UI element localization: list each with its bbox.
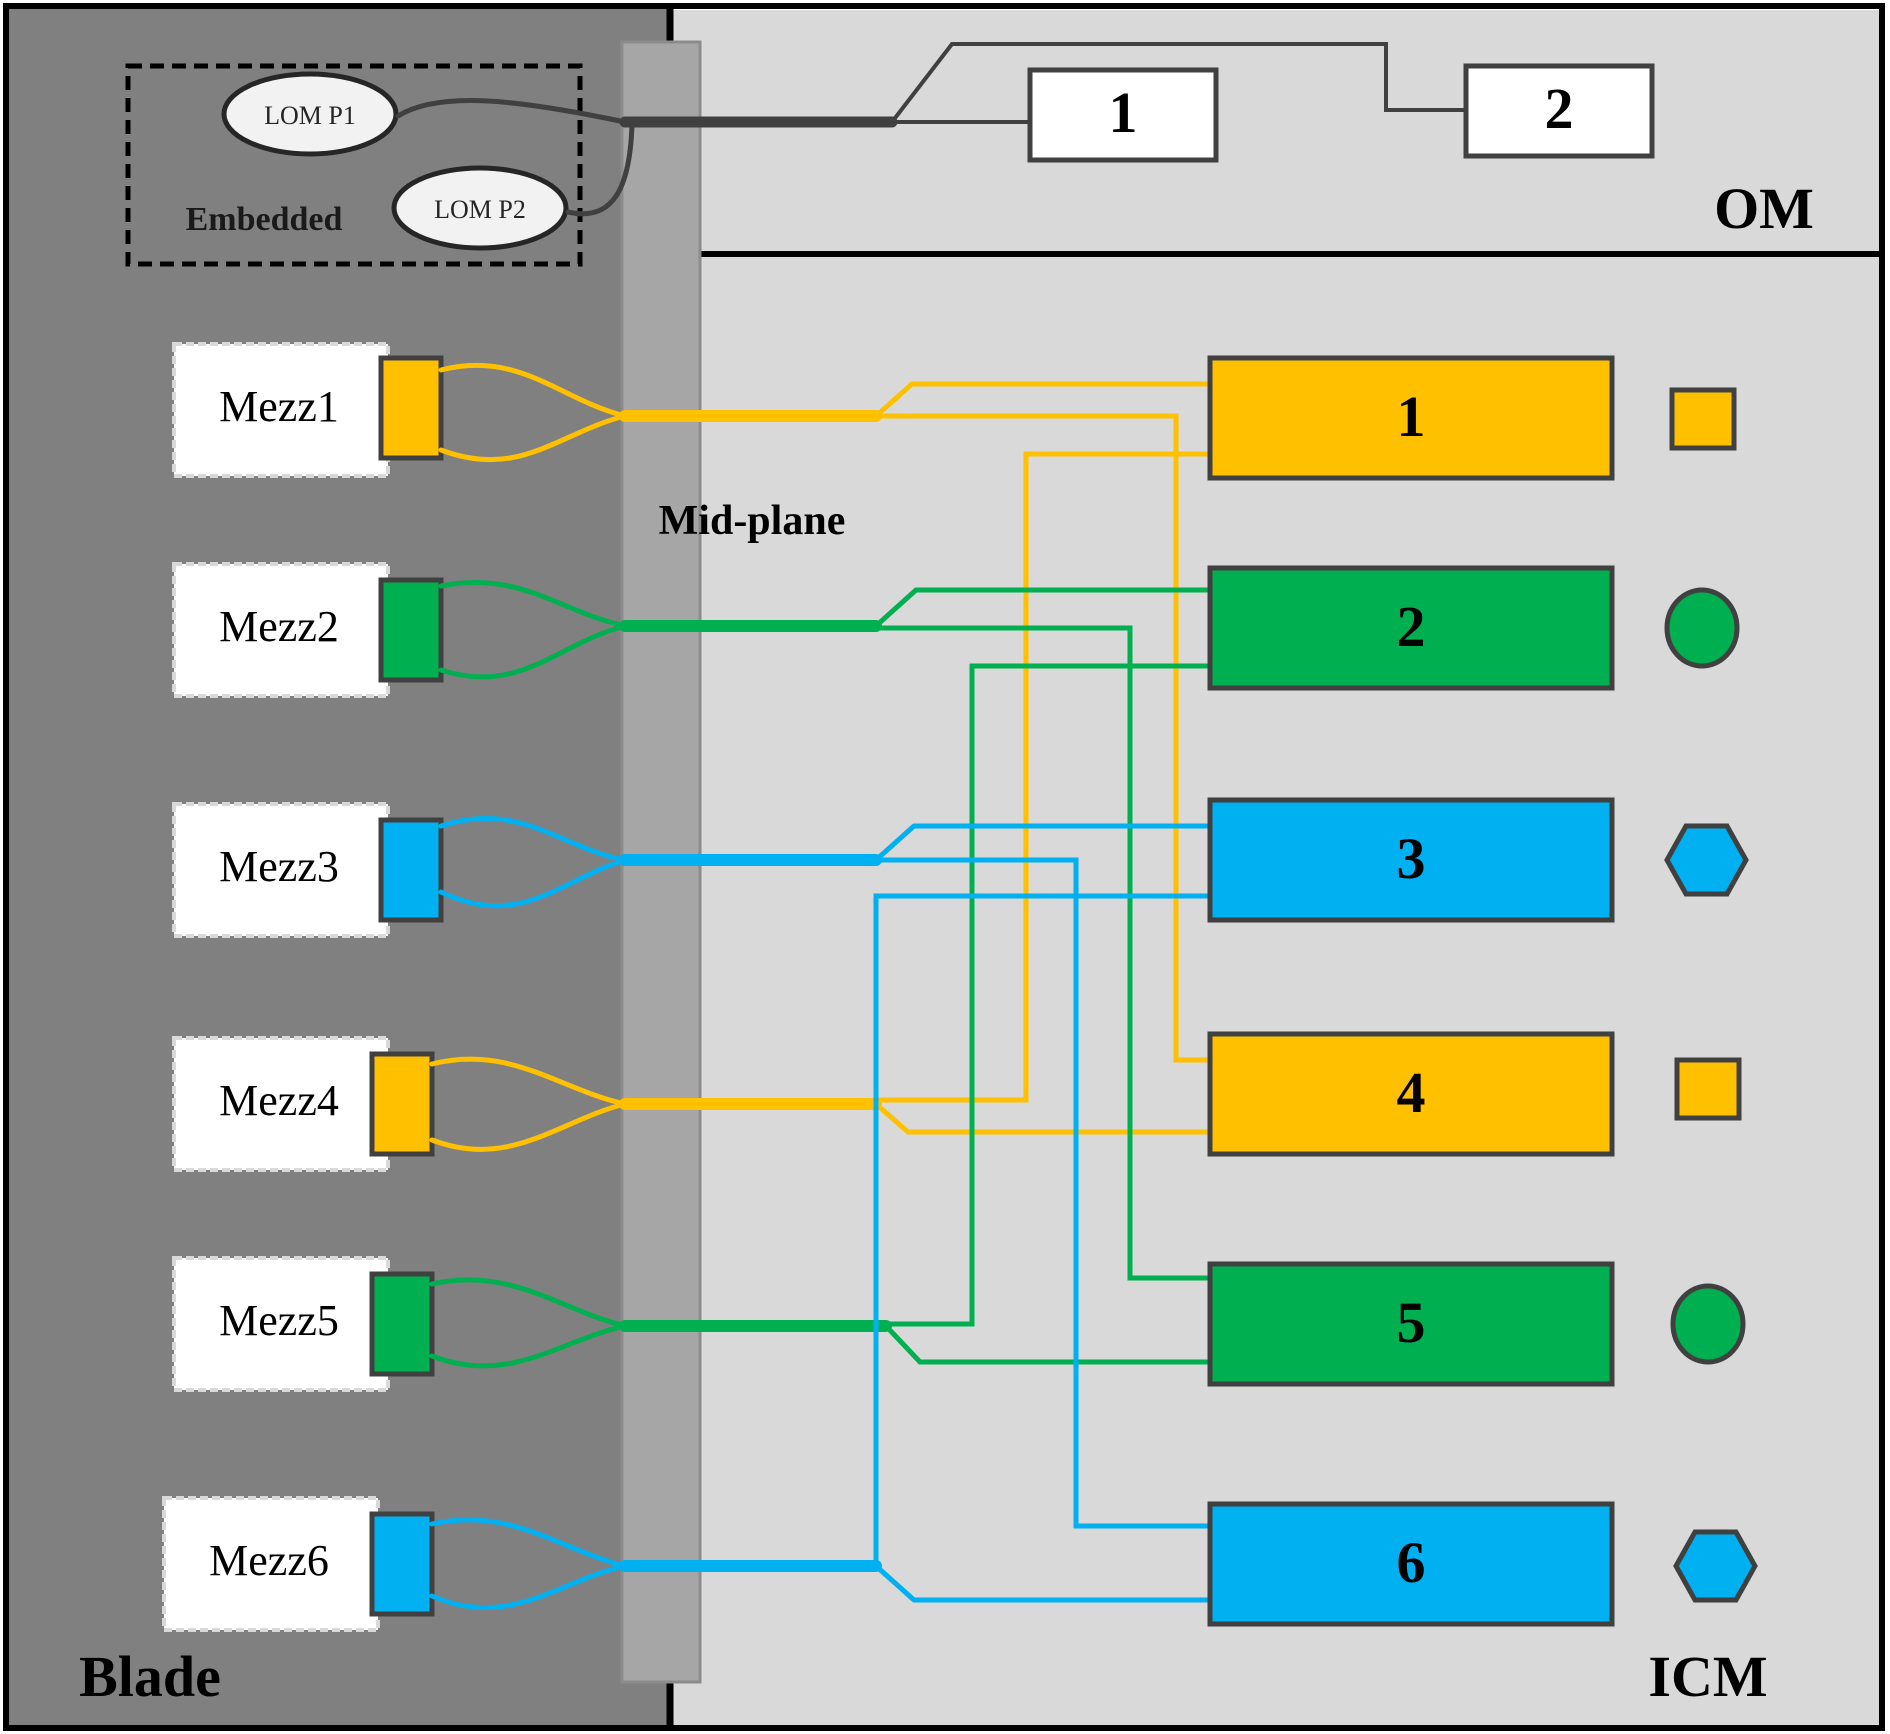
mezz1-connector	[378, 355, 444, 461]
mezz6-label: Mezz6	[209, 1536, 329, 1585]
icm-module-5-label: 5	[1397, 1290, 1426, 1355]
om-module-2: 2	[1463, 63, 1655, 159]
mezz3-card: Mezz3	[172, 802, 444, 938]
om-module-1: 1	[1027, 67, 1219, 163]
circle-icon	[1664, 587, 1740, 669]
om-module-2-label: 2	[1545, 76, 1574, 141]
square-icon	[1669, 387, 1737, 451]
lom-p1-port	[221, 71, 399, 157]
mezz2-card: Mezz2	[172, 562, 444, 698]
om-label: OM	[1714, 176, 1814, 241]
mezz2-label: Mezz2	[219, 602, 339, 651]
mezz4-card: Mezz4	[172, 1036, 435, 1172]
midplane-to-icm-wiring	[873, 381, 1210, 1603]
icm-module-3-label: 3	[1397, 826, 1426, 891]
icm-fabric-shapes	[1664, 387, 1758, 1603]
embedded-label: Embedded	[186, 201, 343, 238]
lom-p1-label: LOM P1	[264, 101, 356, 130]
icm-module-3: 3	[1207, 797, 1615, 923]
mezz2-connector	[378, 577, 444, 683]
icm-module-6: 6	[1207, 1501, 1615, 1627]
lom-wiring	[395, 42, 1468, 217]
blade-label: Blade	[79, 1644, 221, 1709]
mezz5-connector	[369, 1271, 435, 1377]
mezz5-card: Mezz5	[172, 1256, 435, 1392]
mezz-cards: Mezz1 Mezz2 Mezz3 Mezz4 Mezz5 Mezz6	[162, 342, 444, 1632]
mezz3-label: Mezz3	[219, 842, 339, 891]
lom-p2-port	[391, 165, 569, 251]
mezz1-card: Mezz1	[172, 342, 444, 478]
mezz5-label: Mezz5	[219, 1296, 339, 1345]
mezz4-label: Mezz4	[219, 1076, 339, 1125]
outer-border	[3, 3, 1885, 1731]
om-module-1-label: 1	[1109, 80, 1138, 145]
icm-module-2: 2	[1207, 565, 1615, 691]
icm-modules: 1 2 3 4 5 6	[1207, 355, 1615, 1627]
icm-module-6-label: 6	[1397, 1530, 1426, 1595]
circle-icon	[1670, 1283, 1746, 1365]
square-icon	[1674, 1057, 1742, 1121]
mezz6-card: Mezz6	[162, 1496, 435, 1632]
midplane-label: Mid-plane	[659, 498, 846, 544]
icm-module-4-label: 4	[1397, 1060, 1426, 1125]
mezz-to-midplane-wiring	[429, 362, 892, 1611]
mezz3-connector	[378, 817, 444, 923]
icm-module-1: 1	[1207, 355, 1615, 481]
mezz6-connector	[369, 1511, 435, 1617]
mezz1-label: Mezz1	[219, 382, 339, 431]
icm-label: ICM	[1648, 1644, 1767, 1709]
icm-module-1-label: 1	[1397, 384, 1426, 449]
mezz4-connector	[369, 1051, 435, 1157]
hexagon-icon	[1664, 823, 1749, 897]
icm-module-4: 4	[1207, 1031, 1615, 1157]
hexagon-icon	[1673, 1529, 1758, 1603]
embedded-box	[125, 63, 583, 267]
icm-module-5: 5	[1207, 1261, 1615, 1387]
om-region	[672, 10, 1880, 254]
lom-p2-label: LOM P2	[434, 195, 526, 224]
icm-module-2-label: 2	[1397, 594, 1426, 659]
icm-region	[672, 256, 1880, 1726]
